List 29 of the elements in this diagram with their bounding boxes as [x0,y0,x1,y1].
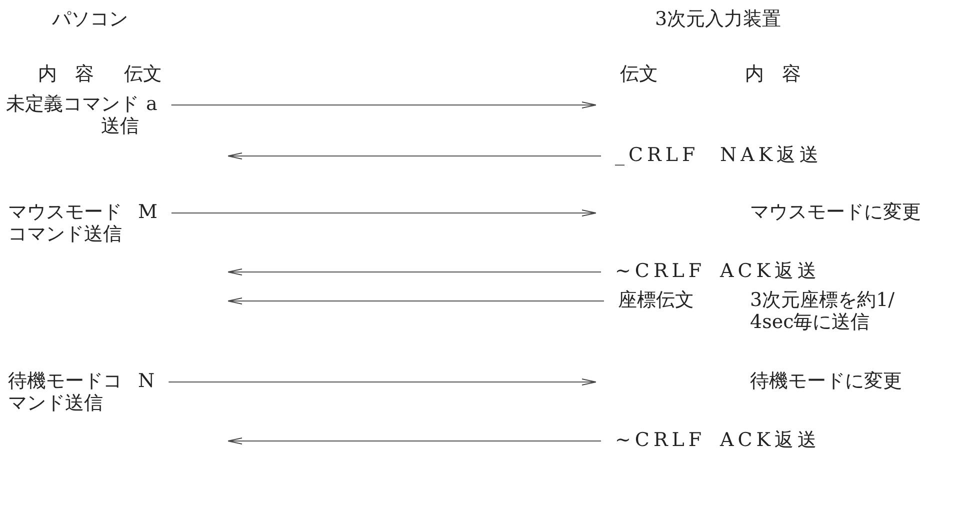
arrow [170,102,596,108]
arrow [168,378,596,386]
description: 待機モードコマンド送信 [8,370,123,414]
description: ACK返送 [720,260,820,282]
description: 待機モードに変更 [750,370,902,392]
message-code: M [138,201,158,223]
arrow [228,268,602,276]
message-code: N [138,370,155,392]
description: マウスモードコマンド送信 [8,201,123,245]
description: 未定義コマンド送信 [5,93,139,137]
description: マウスモードに変更 [750,201,921,223]
message-code: 座標伝文 [618,289,694,311]
arrow [228,298,604,304]
description: ACK返送 [720,429,820,451]
device-heading: 3次元入力装置 [655,8,782,30]
column-heading: 内容 [745,63,819,85]
message-code: ~CRLF [615,429,706,451]
column-heading: 伝文 [620,63,658,85]
column-heading: 伝文 [124,63,162,85]
description: NAK返送 [720,144,823,166]
device-heading: パソコン [52,8,128,30]
message-code: _CRLF [615,144,700,166]
arrow [170,210,596,216]
message-code: a [146,93,158,115]
message-code: ~CRLF [615,260,706,282]
arrow [228,152,602,160]
column-heading: 内容 [38,63,112,85]
description: 3次元座標を約1/4sec毎に送信 [750,289,896,333]
arrow [228,438,602,444]
